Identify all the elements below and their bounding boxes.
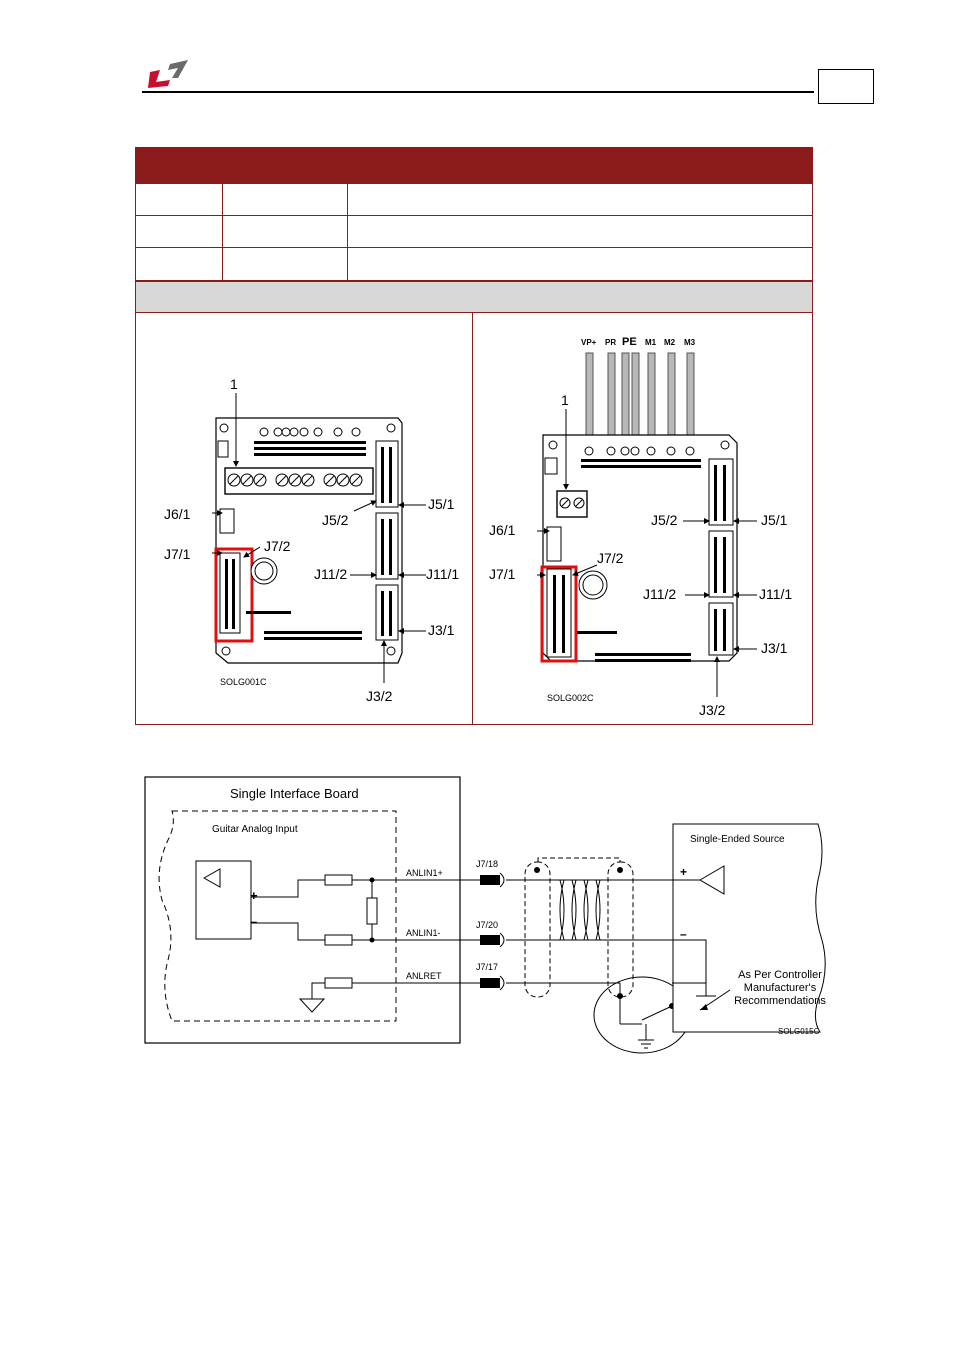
minus-sign: – — [250, 914, 257, 929]
signal-label: ANLIN1+ — [406, 868, 443, 878]
label-j7-1: J7/1 — [164, 546, 191, 562]
pointer-label: 1 — [561, 392, 569, 408]
figure-divider — [472, 313, 473, 724]
label-j3-1: J3/1 — [428, 622, 455, 638]
label-j7-2: J7/2 — [597, 550, 624, 566]
terminal-label: M2 — [664, 338, 676, 347]
pin-label: J7/17 — [476, 962, 498, 972]
column-divider — [347, 184, 348, 215]
label-j3-2: J3/2 — [366, 688, 393, 704]
label-j3-1: J3/1 — [761, 640, 788, 656]
board-figures: 1 J6/1 J7/1 J7/2 J5/2 J5/1 J11/2 J11/1 J… — [135, 313, 813, 725]
source-minus: – — [680, 927, 687, 941]
input-title: Guitar Analog Input — [212, 824, 298, 835]
wiring-schematic: Single Interface Board Guitar Analog Inp… — [144, 776, 826, 1054]
company-logo-icon — [148, 58, 192, 88]
header-rule — [142, 91, 814, 93]
source-plus: + — [680, 865, 687, 879]
label-j5-1: J5/1 — [428, 496, 455, 512]
label-j6-1: J6/1 — [164, 506, 191, 522]
label-j6-1: J6/1 — [489, 522, 516, 538]
note-line: Recommendations — [734, 995, 826, 1007]
figure-id: SOLG015C — [778, 1027, 820, 1036]
table-subheader — [135, 281, 813, 313]
label-j7-1: J7/1 — [489, 566, 516, 582]
column-divider — [222, 184, 223, 215]
terminal-label: PE — [622, 336, 637, 348]
label-j5-1: J5/1 — [761, 512, 788, 528]
signal-label: ANLIN1- — [406, 928, 441, 938]
signal-label: ANLRET — [406, 971, 442, 981]
board-title: Single Interface Board — [230, 786, 359, 801]
page-number-box — [818, 69, 874, 104]
table-row — [135, 184, 813, 216]
column-divider — [222, 248, 223, 280]
note-line: Manufacturer's — [744, 982, 817, 994]
plus-sign: + — [250, 888, 258, 903]
connector-table: 1 J6/1 J7/1 J7/2 J5/2 J5/1 J11/2 J11/1 J… — [135, 147, 813, 725]
label-j11-1: J11/1 — [426, 566, 459, 582]
pointer-label: 1 — [230, 376, 238, 392]
board-figure-left: 1 J6/1 J7/1 J7/2 J5/2 J5/1 J11/2 J11/1 J… — [164, 376, 459, 704]
table-row — [135, 216, 813, 248]
label-j11-2: J11/2 — [314, 566, 347, 582]
label-j5-2: J5/2 — [322, 512, 349, 528]
column-divider — [347, 248, 348, 280]
terminal-label: M3 — [684, 338, 696, 347]
pin-label: J7/18 — [476, 859, 498, 869]
column-divider — [347, 216, 348, 247]
pin-label: J7/20 — [476, 920, 498, 930]
figure-id: SOLG002C — [547, 693, 594, 703]
board-figure-right: VP+ PR PE M1 M2 M3 — [489, 336, 792, 718]
note-line: As Per Controller — [738, 969, 822, 981]
table-row — [135, 248, 813, 281]
terminal-label: VP+ — [581, 338, 597, 347]
label-j3-2: J3/2 — [699, 702, 726, 718]
terminal-label: M1 — [645, 338, 657, 347]
table-header — [135, 147, 813, 184]
figure-id: SOLG001C — [220, 677, 267, 687]
terminal-label: PR — [605, 338, 616, 347]
label-j11-1: J11/1 — [759, 586, 792, 602]
label-j11-2: J11/2 — [643, 586, 676, 602]
column-divider — [222, 216, 223, 247]
label-j5-2: J5/2 — [651, 512, 678, 528]
label-j7-2: J7/2 — [264, 538, 291, 554]
source-title: Single-Ended Source — [690, 834, 785, 845]
